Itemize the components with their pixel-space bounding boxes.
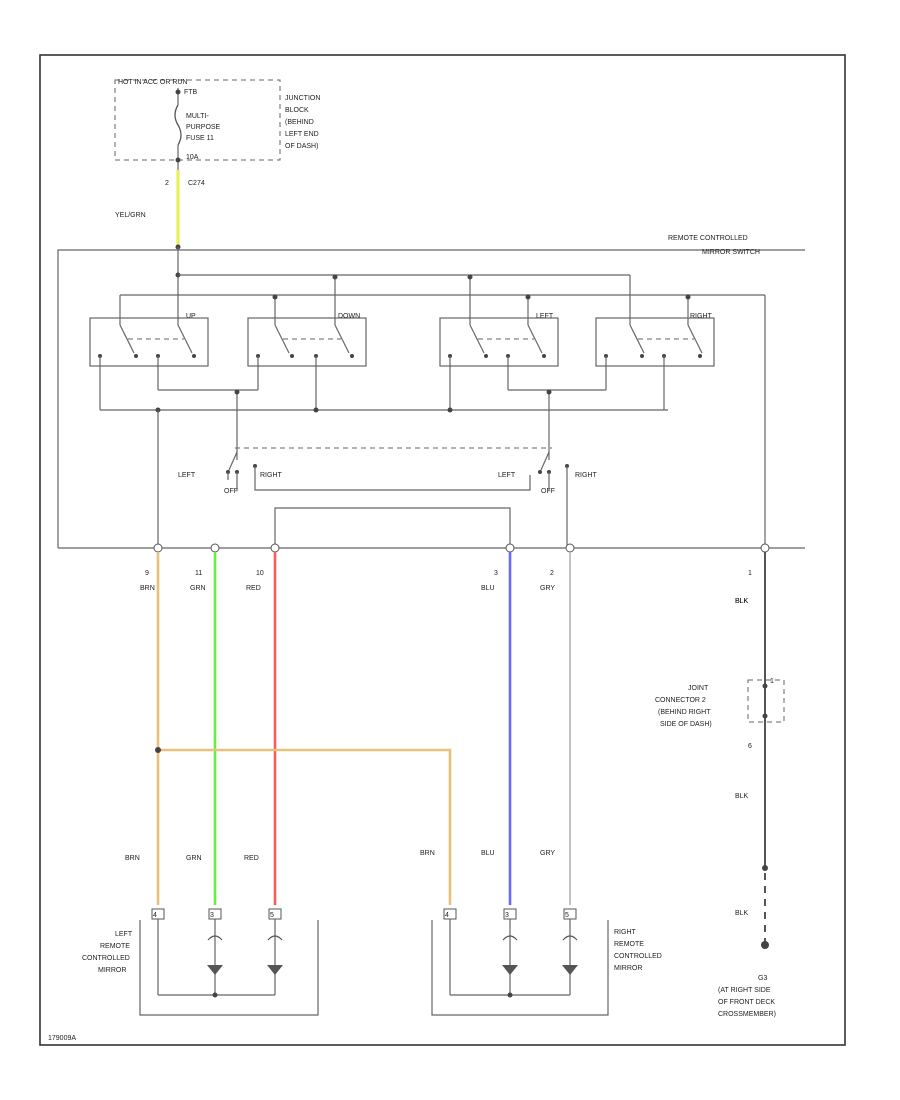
right-mirror-motor-2-icon: [562, 965, 578, 975]
right-mirror: 4 3 5: [431, 908, 609, 1016]
switch-right-label: RIGHT: [690, 313, 713, 320]
switch-down: DOWN: [247, 313, 367, 367]
right-mirror-label-1: RIGHT: [614, 929, 637, 936]
junction-line-1: JUNCTION: [285, 95, 320, 102]
joint-line-2: CONNECTOR 2: [655, 697, 706, 704]
junction-line-4: LEFT END: [285, 131, 319, 138]
selector-left-off: OFF: [224, 488, 238, 495]
feed-wire-color: YEL/GRN: [115, 212, 146, 219]
code-blk: BLK: [735, 598, 749, 605]
left-mirror-pin-3: 5: [270, 912, 274, 919]
blk-label-2: BLK: [735, 793, 749, 800]
joint-line-3: (BEHIND RIGHT: [658, 709, 711, 716]
left-mirror-motor-1-icon: [207, 965, 223, 975]
left-mirror-pin-1: 4: [153, 912, 157, 919]
joint-line-4: SIDE OF DASH): [660, 721, 712, 728]
pin-brn: 9: [145, 570, 149, 577]
junction-line-2: BLOCK: [285, 107, 309, 114]
ground-line-3: CROSSMEMBER): [718, 1011, 776, 1018]
fuse-line-3: FUSE 11: [186, 135, 214, 142]
mirror-switch-block: REMOTE CONTROLLED MIRROR SWITCH: [57, 235, 805, 549]
footer-code: 179009A: [48, 1035, 76, 1042]
left-mirror-motor-2-icon: [267, 965, 283, 975]
switch-left: LEFT: [439, 313, 559, 367]
pin-grn: 11: [195, 570, 202, 577]
left-mirror-pin-2: 3: [210, 912, 214, 919]
selector-right-right: RIGHT: [575, 472, 598, 479]
fuse-icon: [174, 104, 182, 146]
joint-pin-top: 1: [770, 678, 774, 685]
selector-interconnect: [227, 466, 568, 548]
hot-label: HOT IN ACC OR RUN: [118, 79, 188, 86]
pin-blk: 1: [748, 570, 752, 577]
pin-red: 10: [256, 570, 264, 577]
wire-brn-crossover: [158, 748, 452, 905]
fuse-line-1: MULTI-: [186, 113, 209, 120]
left-mirror-label-3: CONTROLLED: [82, 955, 130, 962]
right-mirror-pin-3: 5: [565, 912, 569, 919]
switch-interconnect: [99, 356, 668, 548]
left-mirror: 4 3 5: [139, 908, 319, 1016]
selector-left-right: RIGHT: [260, 472, 283, 479]
right-mirror-pin-2: 3: [505, 912, 509, 919]
selector-switch-left: LEFT OFF RIGHT: [178, 447, 552, 495]
fuse-line-2: PURPOSE: [186, 124, 221, 131]
code-blu: BLU: [481, 585, 495, 592]
fuse-id: FTB: [184, 89, 198, 96]
ground-id: G3: [758, 975, 767, 982]
colored-wires: [155, 552, 571, 905]
left-mirror-label-4: MIRROR: [98, 967, 126, 974]
lower-label-brn: BRN: [125, 855, 140, 862]
junction-line-3: (BEHIND: [285, 119, 314, 126]
code-red: RED: [246, 585, 261, 592]
feed-pin: 2: [165, 180, 169, 187]
lower-label-grn: GRN: [186, 855, 202, 862]
selector-right-off: OFF: [541, 488, 555, 495]
lower-label-gry: GRY: [540, 850, 555, 857]
outer-frame: [39, 54, 846, 1046]
code-grn: GRN: [190, 585, 206, 592]
left-mirror-label-2: REMOTE: [100, 943, 130, 950]
pin-blu: 3: [494, 570, 498, 577]
fuse-line-4: 10A: [186, 154, 199, 161]
right-mirror-label-2: REMOTE: [614, 941, 644, 948]
lower-label-brn2: BRN: [420, 850, 435, 857]
selector-left-left: LEFT: [178, 472, 196, 479]
switch-up: UP: [89, 313, 209, 367]
fuse-junction-block: HOT IN ACC OR RUN FTB MULTI- PURPOSE FUS…: [114, 79, 320, 170]
lower-label-red: RED: [244, 855, 259, 862]
ground-icon: [761, 941, 769, 949]
ground-line-1: (AT RIGHT SIDE: [718, 987, 771, 994]
switch-title-2: MIRROR SWITCH: [702, 249, 760, 256]
ground-circuit: [747, 552, 785, 949]
blk-label-1: BLK: [735, 598, 749, 605]
right-mirror-label-4: MIRROR: [614, 965, 642, 972]
switch-up-label: UP: [186, 313, 196, 320]
blk-label-3: BLK: [735, 910, 749, 917]
pin-gry: 2: [550, 570, 554, 577]
selector-switch-right: LEFT OFF RIGHT: [498, 451, 598, 495]
selector-right-left: LEFT: [498, 472, 516, 479]
switch-taps: [119, 274, 691, 325]
code-gry: GRY: [540, 585, 555, 592]
feed-connector: C274: [188, 180, 205, 187]
switch-down-label: DOWN: [338, 313, 360, 320]
lower-label-blu: BLU: [481, 850, 495, 857]
left-mirror-label-1: LEFT: [115, 931, 133, 938]
joint-pin-bottom: 6: [748, 743, 752, 750]
joint-line-1: JOINT: [688, 685, 709, 692]
switch-title-1: REMOTE CONTROLLED: [668, 235, 748, 242]
right-mirror-label-3: CONTROLLED: [614, 953, 662, 960]
right-mirror-motor-1-icon: [502, 965, 518, 975]
switch-left-label: LEFT: [536, 313, 554, 320]
switch-right: RIGHT: [595, 313, 715, 367]
code-brn: BRN: [140, 585, 155, 592]
ground-line-2: OF FRONT DECK: [718, 999, 775, 1006]
right-mirror-pin-1: 4: [445, 912, 449, 919]
junction-line-5: OF DASH): [285, 143, 318, 150]
